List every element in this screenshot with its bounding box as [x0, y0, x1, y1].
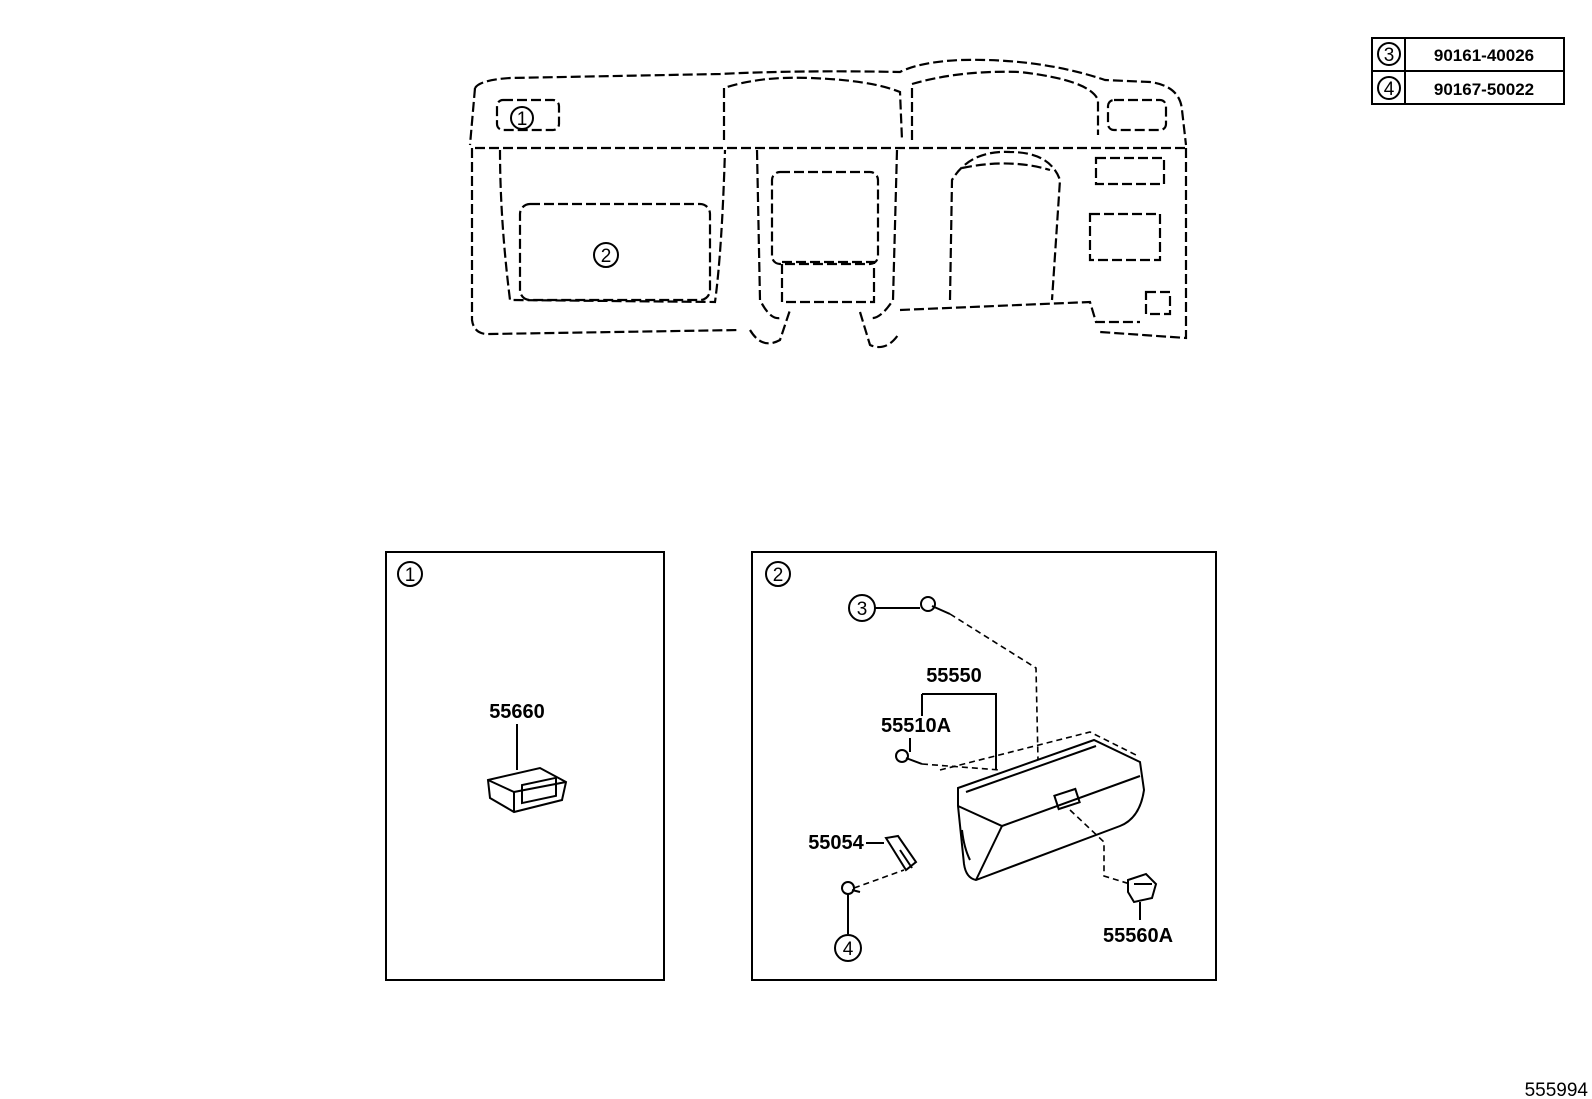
- overview-callout-1: 1: [517, 109, 528, 130]
- figure-id: 555994: [1525, 1080, 1589, 1099]
- detail-box-2: 2 3 55550 55510A: [751, 551, 1217, 981]
- glove-box-part: [939, 731, 1146, 882]
- air-vent-part: [486, 766, 568, 814]
- part-label-55660: 55660: [489, 701, 545, 723]
- part-label-55510A: 55510A: [881, 715, 951, 737]
- part-label-55550: 55550: [926, 665, 982, 687]
- table-part-4: 90167-50022: [1434, 80, 1534, 99]
- table-row: 4 90167-50022: [1377, 76, 1534, 100]
- table-row: 3 90161-40026: [1377, 42, 1534, 66]
- pin-part-55510a: [895, 749, 923, 765]
- screw-part-4: [841, 881, 861, 895]
- fastener-table: 3 90161-40026 4 90167-50022: [1371, 37, 1565, 105]
- detail-callout-3: 3: [857, 599, 868, 620]
- detail-callout-4: 4: [843, 939, 854, 960]
- overview-callout-2: 2: [601, 246, 612, 267]
- part-label-55054: 55054: [808, 832, 864, 854]
- dashboard-overview: 1 2: [468, 58, 1188, 349]
- table-ref-3: 3: [1384, 45, 1395, 66]
- detail-box-1: 1 55660: [385, 551, 665, 981]
- detail-callout-2: 2: [773, 565, 784, 586]
- table-ref-4: 4: [1384, 79, 1395, 100]
- detail-callout-1: 1: [405, 565, 416, 586]
- table-part-3: 90161-40026: [1434, 46, 1534, 65]
- damper-part-55054: [884, 834, 918, 872]
- part-label-55560A: 55560A: [1103, 925, 1173, 947]
- screw-part-3: [920, 596, 951, 615]
- lock-part-55560a: [1127, 872, 1158, 904]
